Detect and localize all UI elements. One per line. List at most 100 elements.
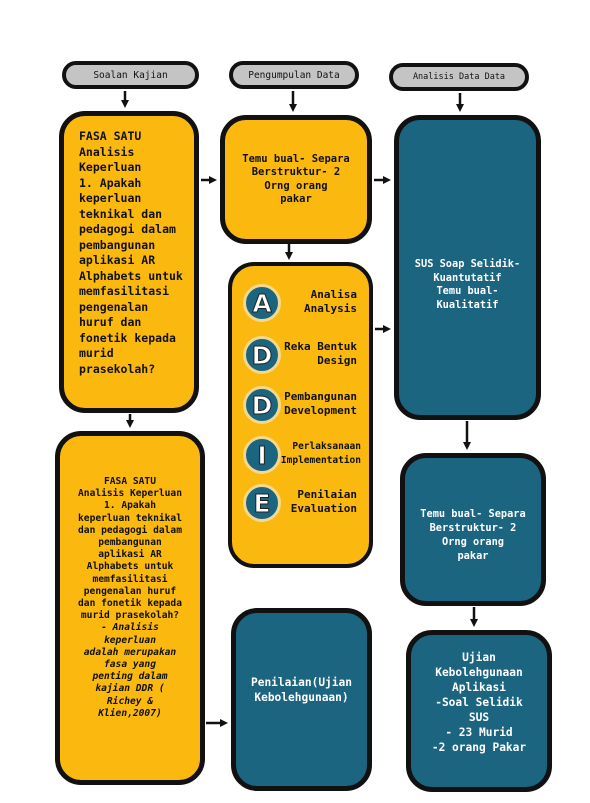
addie-letter-icon: I (243, 436, 281, 474)
fasa-satu-note-line: Richey & (106, 695, 154, 707)
ujian-line: -2 orang Pakar (431, 741, 527, 754)
ujian-line: SUS (468, 711, 490, 724)
fasa-satu-note-line: keperluan (104, 634, 156, 646)
fasa-satu-note-line: kajian DDR ( (95, 683, 165, 695)
addie-letter-icon: D (243, 336, 281, 374)
ujian-line: Kebolehgunaan (435, 666, 523, 679)
fasa-satu-bottom-line: Alphabets untuk (86, 561, 174, 573)
fasa-satu-top-line: prasekolah? (79, 361, 156, 376)
ujian-line: Ujian (462, 651, 496, 664)
fasa-satu-bottom-line: pembangunan (98, 537, 162, 549)
temu-bual-top-line: Temu bual- Separa (242, 152, 350, 165)
fasa-satu-bottom-line: keperluan teknikal (78, 512, 182, 524)
fasa-satu-top-line: pembangunan (79, 237, 156, 252)
sus-line: Kuantutatif (433, 271, 502, 284)
fasa-satu-top-line: aplikasi AR (79, 253, 156, 267)
temu-bual-right-line: Temu bual- Separa (420, 507, 526, 520)
fasa-satu-note-line: adalah merupakan (83, 646, 177, 658)
fasa-satu-top-line: memfasilitasi (79, 284, 170, 298)
fasa-satu-bottom-line: murid prasekolah? (80, 610, 180, 622)
addie-letter: D (251, 340, 273, 370)
fasa-satu-top-line: pengenalan (79, 299, 149, 314)
fasa-satu-top-line: teknikal dan (79, 206, 163, 221)
addie-step-malay: Analisa (310, 288, 357, 301)
fasa-satu-bottom-line: 1. Apakah (104, 500, 156, 512)
temu-bual-right-line: Berstruktur- 2 (429, 521, 517, 534)
header-pengumpulan-data: Pengumpulan Data (229, 61, 359, 89)
penilaian-line: Kebolehgunaan) (254, 690, 349, 704)
addie-step-malay: Perlaksanaan (292, 441, 361, 452)
fasa-satu-top-line: murid (79, 346, 114, 360)
ujian-line: Aplikasi (452, 681, 506, 694)
temu-bual-right-line: pakar (457, 549, 489, 562)
fasa-satu-bottom-line: Analisis Keperluan (78, 488, 182, 500)
addie-step-english: Implementation (280, 455, 361, 466)
fasa-satu-note-line: Klien,2007) (98, 707, 162, 719)
header-analisis-data-label: Analisis Data Data (412, 72, 506, 82)
sus-line: SUS Soap Selidik- (414, 258, 521, 270)
fasa-satu-bottom-line: dan pedagogi dalam (78, 524, 182, 536)
fasa-satu-top-line: huruf dan (79, 315, 142, 329)
addie-step-malay: Reka Bentuk (284, 340, 357, 353)
addie-letter: E (253, 488, 271, 518)
fasa-satu-top-line: Keperluan (79, 160, 142, 174)
sus-line: Kualitatif (436, 298, 499, 311)
fasa-satu-bottom-line: pengenalan huruf (83, 585, 177, 597)
temu-bual-top-line: Berstruktur- 2 (251, 166, 341, 178)
addie-step-malay: Penilaian (297, 488, 357, 501)
fasa-satu-note-line: - Analisis (101, 622, 159, 634)
fasa-satu-bottom-line: FASA SATU (104, 476, 156, 487)
ujian-line: - 23 Murid (445, 726, 513, 739)
temu-bual-right-line: Orng orang (441, 535, 504, 548)
addie-step-english: Design (317, 354, 357, 367)
fasa-satu-top-line: Analisis (79, 144, 135, 159)
fasa-satu-note-line: fasa yang (104, 659, 156, 671)
fasa-satu-top-line: fonetik kepada (79, 330, 176, 345)
fasa-satu-bottom-line: aplikasi AR (98, 549, 162, 561)
addie-step-english: Evaluation (290, 502, 357, 515)
fasa-satu-bottom-line: memfasilitasi (92, 573, 168, 585)
fasa-satu-top-line: pedagogi dalam (79, 222, 176, 236)
fasa-satu-note-line: penting dalam (92, 671, 168, 683)
fasa-satu-top-line: Alphabets untuk (79, 268, 183, 283)
addie-letter-icon: D (243, 386, 281, 424)
addie-step-english: Analysis (304, 302, 357, 315)
addie-letter-icon: A (243, 284, 281, 322)
header-soalan-kajian: Soalan Kajian (62, 61, 199, 89)
temu-bual-top-line: Orng orang (264, 179, 328, 192)
addie-letter: D (251, 390, 273, 420)
addie-step-malay: Pembangunan (284, 390, 357, 403)
fasa-satu-top-line: 1. Apakah (79, 175, 142, 190)
addie-letter: I (257, 440, 267, 470)
sus-line: Temu bual- (436, 285, 499, 297)
header-pengumpulan-data-label: Pengumpulan Data (248, 69, 340, 81)
addie-letter-icon: E (243, 484, 281, 522)
penilaian-line: Penilaian(Ujian (250, 676, 353, 689)
ujian-line: -Soal Selidik (435, 696, 523, 709)
